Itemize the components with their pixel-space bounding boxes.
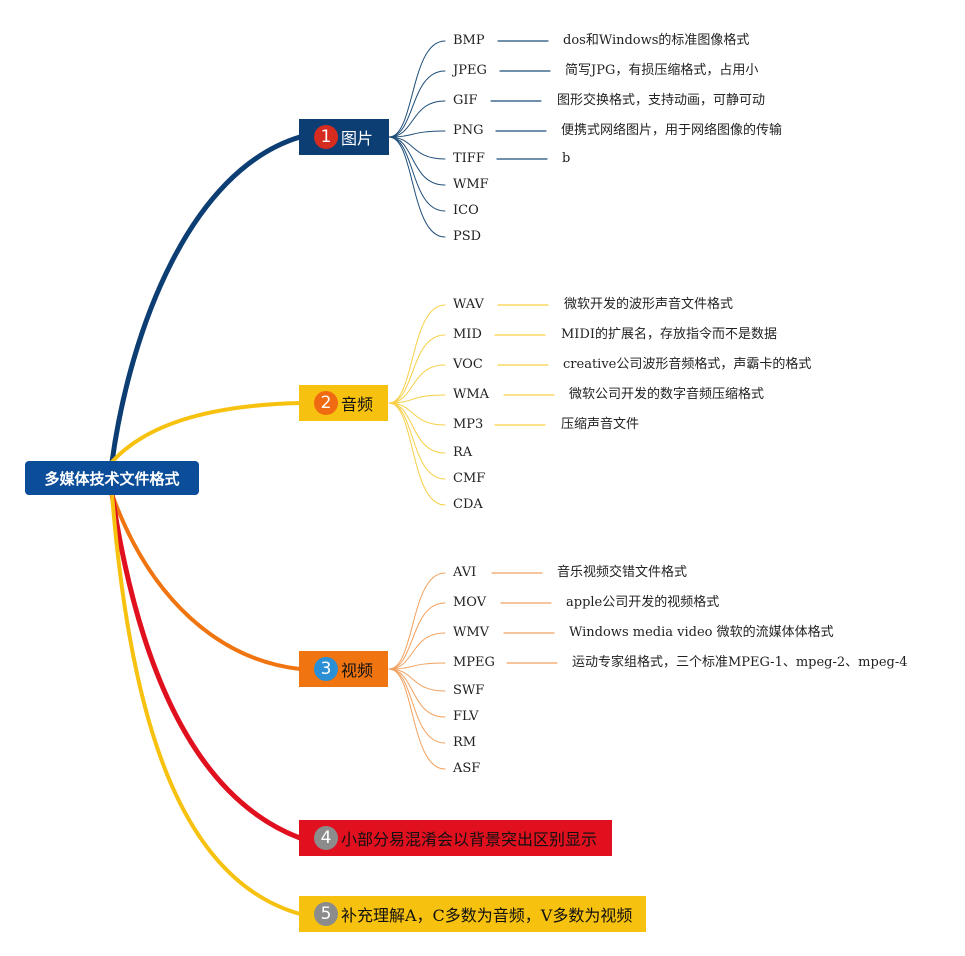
leaf-description[interactable]: MIDI的扩展名，存放指令而不是数据 <box>561 327 778 342</box>
leaf-format-name[interactable]: ASF <box>453 761 481 776</box>
connector-leaf <box>388 402 446 426</box>
connector-leaf <box>388 130 446 138</box>
leaf-description[interactable]: 微软公司开发的数字音频压缩格式 <box>569 387 765 402</box>
leaf-format-name[interactable]: WAV <box>453 297 484 312</box>
connector-leaf <box>388 136 446 160</box>
connector-leaf <box>388 364 446 404</box>
branch-label: 音频 <box>341 395 374 414</box>
leaf-description[interactable]: Windows media video 微软的流媒体体格式 <box>569 625 834 640</box>
leaf-description[interactable]: 音乐视频交错文件格式 <box>557 565 688 580</box>
number-badge: 5 <box>314 902 338 926</box>
connector-leaf <box>388 136 446 186</box>
leaf-format-name[interactable]: VOC <box>453 357 483 372</box>
leaf-format-name[interactable]: GIF <box>453 93 478 108</box>
connector-root-image <box>109 134 303 465</box>
leaf-format-name[interactable]: CMF <box>453 471 486 486</box>
leaf-description[interactable]: 运动专家组格式，三个标准MPEG-1、mpeg-2、mpeg-4 <box>572 655 908 670</box>
leaf-format-name[interactable]: BMP <box>453 33 485 48</box>
connector-root-supplement <box>110 492 302 916</box>
connector-leaf <box>388 334 446 404</box>
connector-leaf <box>388 402 446 506</box>
leaf-format-name[interactable]: ICO <box>453 203 479 218</box>
leaf-format-name[interactable]: MOV <box>453 595 487 610</box>
connector-leaf <box>388 662 446 670</box>
connector-leaf <box>388 572 446 670</box>
connector-leaf <box>388 136 446 238</box>
leaf-format-name[interactable]: PNG <box>453 123 484 138</box>
connector-leaf <box>388 304 446 404</box>
branch-label: 视频 <box>341 661 374 680</box>
connector-leaf <box>388 668 446 770</box>
leaf-format-name[interactable]: PSD <box>453 229 482 244</box>
leaf-format-name[interactable]: SWF <box>453 683 485 698</box>
leaf-format-name[interactable]: JPEG <box>453 63 487 78</box>
number-badge: 3 <box>314 657 338 681</box>
leaf-format-name[interactable]: WMA <box>453 387 490 402</box>
leaf-description[interactable]: 图形交换格式，支持动画，可静可动 <box>557 93 766 108</box>
connector-leaf <box>388 394 446 404</box>
leaf-format-name[interactable]: MID <box>453 327 482 342</box>
leaf-description[interactable]: 便携式网络图片，用于网络图像的传输 <box>561 123 783 138</box>
connector-root-note <box>109 491 303 841</box>
number-badge: 1 <box>314 125 338 149</box>
connector-leaf <box>388 668 446 718</box>
leaf-description[interactable]: apple公司开发的视频格式 <box>566 595 720 610</box>
number-badge: 2 <box>314 391 338 415</box>
connector-leaf <box>388 70 446 138</box>
leaf-format-name[interactable]: RA <box>453 445 473 460</box>
connector-leaf <box>388 632 446 670</box>
branch-image[interactable]: 1 图片 <box>299 119 389 155</box>
leaf-format-name[interactable]: FLV <box>453 709 479 724</box>
branch-audio[interactable]: 2 音频 <box>299 385 388 421</box>
number-badge: 4 <box>314 826 338 850</box>
branch-label: 补充理解A，C多数为音频，V多数为视频 <box>341 906 633 925</box>
leaf-format-name[interactable]: MPEG <box>453 655 495 670</box>
leaf-format-name[interactable]: TIFF <box>453 151 485 166</box>
connector-leaf <box>388 602 446 670</box>
connector-leaf <box>388 402 446 454</box>
leaf-format-name[interactable]: CDA <box>453 497 483 512</box>
branch-note-confusable[interactable]: 4 小部分易混淆会以背景突出区别显示 <box>299 820 612 856</box>
root-node[interactable]: 多媒体技术文件格式 <box>25 461 199 495</box>
leaf-format-name[interactable]: WMF <box>453 177 489 192</box>
connector-leaf <box>388 40 446 138</box>
branch-note-supplement[interactable]: 5 补充理解A，C多数为音频，V多数为视频 <box>299 896 646 932</box>
connector-leaf <box>388 668 446 692</box>
root-label: 多媒体技术文件格式 <box>44 469 180 488</box>
leaf-description[interactable]: creative公司波形音频格式，声霸卡的格式 <box>563 357 812 372</box>
leaf-format-name[interactable]: WMV <box>453 625 490 640</box>
leaf-format-name[interactable]: RM <box>453 735 477 750</box>
branch-label: 图片 <box>341 129 374 148</box>
connector-leaf <box>388 100 446 138</box>
leaf-description[interactable]: 简写JPG，有损压缩格式，占用小 <box>565 63 759 78</box>
branch-video[interactable]: 3 视频 <box>299 651 388 687</box>
connector-root-audio <box>110 401 302 464</box>
leaf-description[interactable]: 压缩声音文件 <box>561 417 640 432</box>
branch-label: 小部分易混淆会以背景突出区别显示 <box>341 830 598 849</box>
leaf-description[interactable]: b <box>562 151 571 166</box>
leaf-format-name[interactable]: MP3 <box>453 417 484 432</box>
leaf-description[interactable]: 微软开发的波形声音文件格式 <box>564 297 734 312</box>
leaf-description[interactable]: dos和Windows的标准图像格式 <box>563 33 750 48</box>
leaf-format-name[interactable]: AVI <box>453 565 477 580</box>
connector-root-video <box>110 492 302 671</box>
